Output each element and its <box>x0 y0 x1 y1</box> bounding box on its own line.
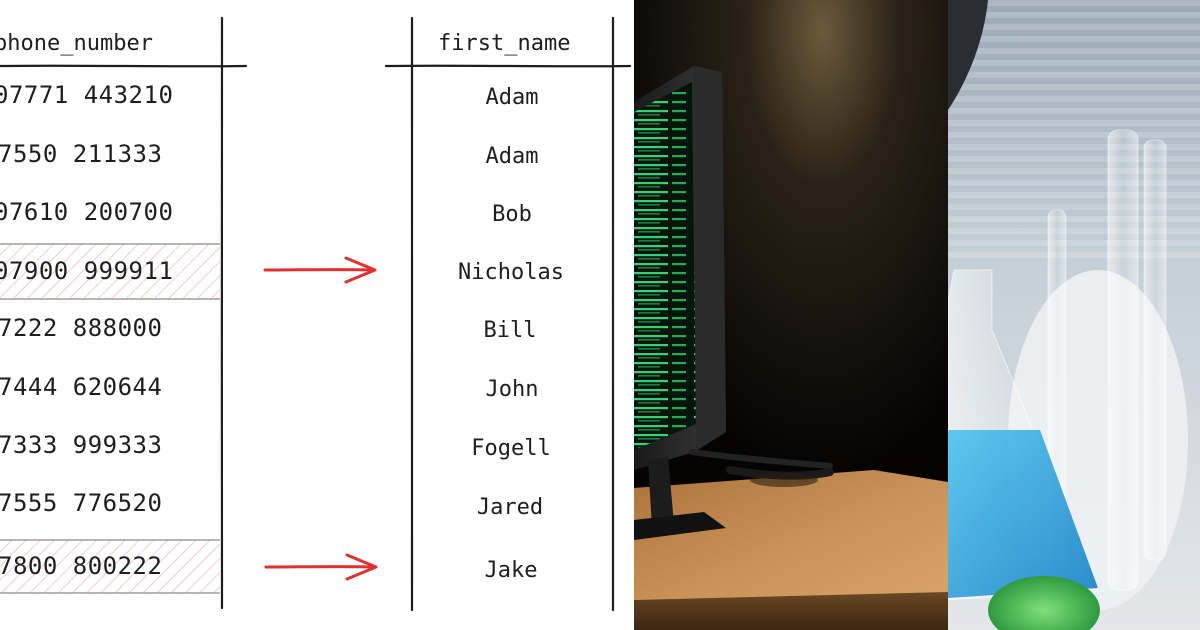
right-table-cell: John <box>486 377 539 402</box>
right-table-lines <box>384 16 632 612</box>
arrow-icon <box>264 553 378 581</box>
computer-desk-photo <box>634 0 948 630</box>
left-table-cell: 7222 888000 <box>0 314 162 342</box>
diagram-canvas: phone_number first_name 07771 443210 755… <box>0 16 632 612</box>
left-table-cell: 07771 443210 <box>0 81 173 109</box>
arrow-icon <box>263 256 377 284</box>
left-table-cell: 7555 776520 <box>0 489 162 517</box>
right-table-cell: Adam <box>486 85 539 110</box>
right-table-cell: Jared <box>477 495 543 520</box>
left-table-cell: 07900 999911 <box>0 257 173 285</box>
monitor-scene-illustration <box>634 0 948 630</box>
right-table-header: first_name <box>438 31 570 56</box>
left-table-cell: 7550 211333 <box>0 140 162 168</box>
right-table-cell: Nicholas <box>458 260 564 285</box>
right-table-cell: Jake <box>485 558 538 583</box>
right-table-cell: Fogell <box>471 436 550 461</box>
left-table-cell: 07610 200700 <box>0 198 173 226</box>
lab-flasks-photo <box>948 0 1200 630</box>
table-diagram: phone_number first_name 07771 443210 755… <box>0 16 632 612</box>
left-table-header: phone_number <box>0 31 153 56</box>
lab-scene-illustration <box>948 0 1200 630</box>
right-table-cell: Bob <box>492 202 532 227</box>
highlight-row-nicholas <box>0 243 220 300</box>
left-table-cell: 7800 800222 <box>0 552 162 580</box>
highlight-row-jake <box>0 539 220 594</box>
right-table-cell: Adam <box>486 144 539 169</box>
left-table-cell: 7444 620644 <box>0 373 162 401</box>
left-table-cell: 7333 999333 <box>0 431 162 459</box>
right-table-cell: Bill <box>484 318 537 343</box>
left-table-rows: 07771 443210 7550 211333 07610 200700 07… <box>0 81 173 580</box>
left-table-lines <box>0 16 248 610</box>
right-table-rows: Adam Adam Bob Nicholas Bill John Fogell … <box>458 85 564 583</box>
